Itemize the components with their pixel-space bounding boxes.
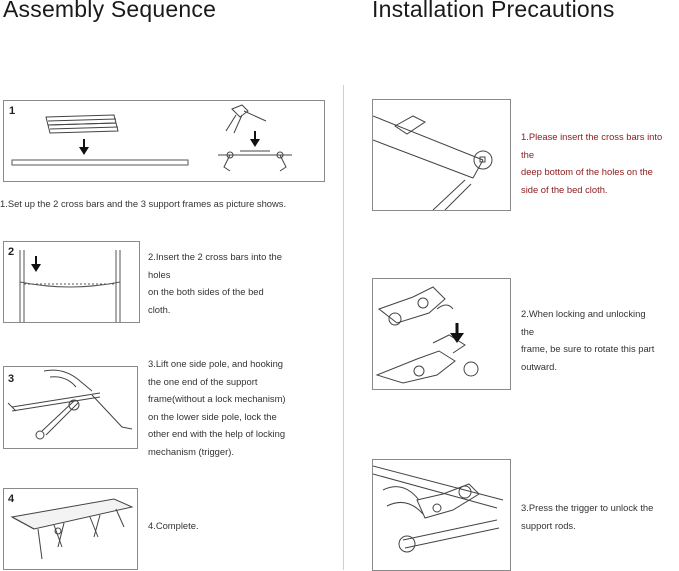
column-divider [343, 85, 344, 570]
precaution-1-illustration [372, 99, 511, 211]
step-2-number: 2 [8, 246, 15, 258]
step-1-text: 1.Set up the 2 cross bars and the 3 supp… [0, 198, 287, 209]
step-3-illustration: 3 [3, 366, 138, 449]
precaution-1-text: 1.Please insert the cross bars into the … [521, 131, 663, 195]
step-2-text: 2.Insert the 2 cross bars into the holes… [148, 251, 282, 315]
step-1-number: 1 [9, 105, 16, 117]
step-4-illustration: 4 [3, 488, 138, 570]
step-4-text: 4.Complete. [148, 520, 199, 531]
installation-precautions-heading: Installation Precautions [372, 0, 615, 22]
step-1-illustration: 1 [3, 100, 325, 182]
step-3-number: 3 [8, 373, 15, 385]
precaution-3-text: 3.Press the trigger to unlock the suppor… [521, 502, 654, 531]
step-2-illustration: 2 [3, 241, 140, 323]
precaution-2-text: 2.When locking and unlocking the frame, … [521, 308, 655, 372]
assembly-sequence-heading: Assembly Sequence [3, 0, 217, 22]
precaution-3-illustration [372, 459, 511, 571]
precaution-2-illustration [372, 278, 511, 390]
step-4-number: 4 [8, 493, 15, 505]
step-3-text: 3.Lift one side pole, and hooking the on… [148, 358, 286, 457]
